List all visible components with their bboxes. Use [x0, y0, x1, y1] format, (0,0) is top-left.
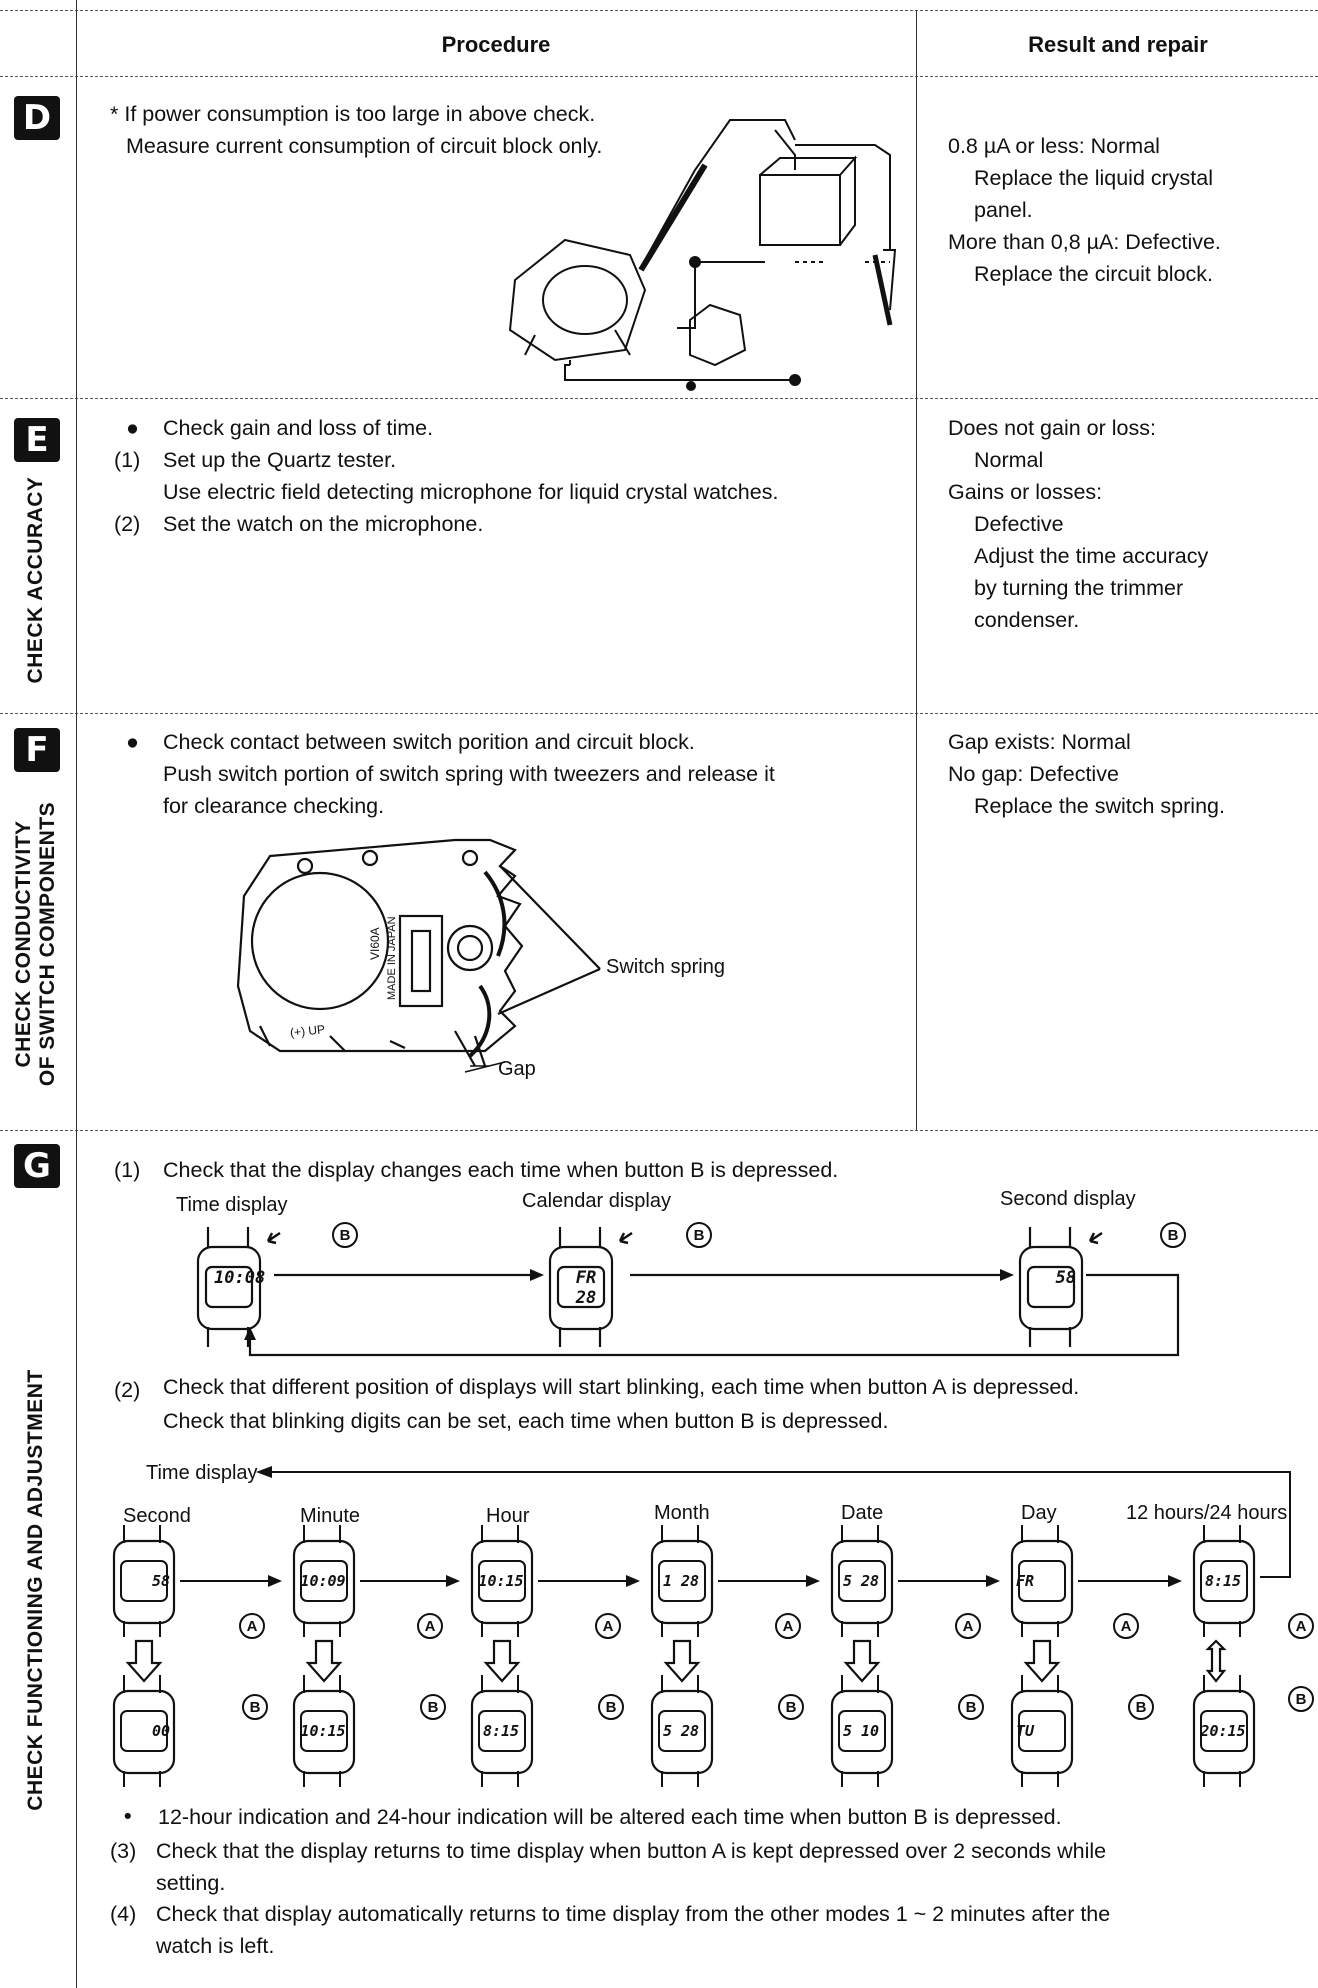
module-text-model: VI60A	[368, 927, 382, 960]
table-border-top	[0, 10, 1318, 11]
lcd-hour-top: 10:15	[478, 1572, 524, 1590]
column-label-minute: Minute	[300, 1505, 361, 1527]
button-b-badge-second: B	[1160, 1222, 1186, 1248]
section-e-marker-2: (2)	[114, 512, 141, 536]
button-b-badge-date: B	[958, 1694, 984, 1720]
switch-spring-label: Switch spring	[606, 956, 725, 978]
header-result: Result and repair	[1028, 32, 1208, 57]
lcd-second-bottom: 00	[151, 1722, 170, 1740]
column-label-date: Date	[841, 1502, 884, 1524]
section-d-procedure: * If power consumption is too large in a…	[110, 102, 603, 158]
button-a-badge-12-24: A	[1288, 1613, 1314, 1639]
section-g-title: CHECK FUNCTIONING AND ADJUSTMENT	[24, 1369, 47, 1811]
button-a-badge-month: A	[775, 1613, 801, 1639]
button-b-badge-month: B	[778, 1694, 804, 1720]
step-3-marker: (3)	[110, 1839, 137, 1863]
section-f-title: CHECK CONDUCTIVITY OF SWITCH COMPONENTS	[12, 801, 59, 1087]
current-measurement-illustration	[508, 119, 897, 391]
section-d-badge: D	[14, 96, 60, 140]
step-2-text: Check that different position of display…	[163, 1375, 1080, 1433]
result-column-divider	[916, 10, 917, 1130]
lcd-minute-bottom: 10:15	[300, 1722, 346, 1740]
mode-label-second: Second display	[1000, 1188, 1136, 1210]
section-e-badge: E	[14, 418, 60, 462]
column-label-day: Day	[1021, 1502, 1057, 1524]
section-divider-fg	[0, 1130, 1318, 1131]
button-b-badge-day: B	[1128, 1694, 1154, 1720]
gap-label: Gap	[498, 1058, 536, 1080]
lcd-minute-top: 10:09	[300, 1572, 346, 1590]
section-e-procedure: Check gain and loss of time. Set up the …	[163, 416, 779, 536]
header-divider	[0, 76, 1318, 77]
switch-module-illustration	[236, 838, 601, 1073]
button-b-badge-calendar: B	[686, 1222, 712, 1248]
step-1-text: Check that the display changes each time…	[163, 1158, 839, 1182]
section-e-result: Does not gain or loss: Normal Gains or l…	[948, 416, 1209, 632]
column-label-hour: Hour	[486, 1505, 530, 1527]
button-a-badge-second: A	[239, 1613, 265, 1639]
lcd-month-bottom: 5 28	[662, 1722, 700, 1740]
section-e-bullet-dot: ●	[126, 416, 139, 440]
button-a-badge-day: A	[1113, 1613, 1139, 1639]
column-label-month: Month	[654, 1502, 710, 1524]
step-4-marker: (4)	[110, 1902, 137, 1926]
button-a-badge-date: A	[955, 1613, 981, 1639]
note-bullet-dot: •	[124, 1804, 132, 1828]
lcd-day-bottom: TU	[1016, 1722, 1035, 1740]
return-arrow	[256, 1466, 1291, 1578]
note-12-24: 12-hour indication and 24-hour indicatio…	[158, 1805, 1062, 1829]
button-b-badge-time: B	[332, 1222, 358, 1248]
mode-label-time: Time display	[176, 1194, 288, 1216]
section-f-badge: F	[14, 728, 60, 772]
mode-label-calendar: Calendar display	[522, 1190, 671, 1212]
section-d-result: 0.8 µA or less: Normal Replace the liqui…	[948, 134, 1221, 286]
lcd-date-bottom: 5 10	[842, 1722, 880, 1740]
lcd-time: 10:08	[214, 1268, 266, 1288]
step-1-marker: (1)	[114, 1158, 141, 1182]
lcd-date-top: 5 28	[842, 1572, 880, 1590]
step-3-text: Check that the display returns to time d…	[156, 1839, 1107, 1895]
lcd-12-24-top: 8:15	[1204, 1572, 1242, 1590]
setting-sequence-diagram	[112, 1525, 1256, 1789]
section-e-title: CHECK ACCURACY	[24, 476, 47, 684]
section-g-badge: G	[14, 1144, 60, 1188]
time-display-label: Time display	[146, 1462, 258, 1484]
section-e-marker-1: (1)	[114, 448, 141, 472]
button-b-badge-second: B	[242, 1694, 268, 1720]
lcd-second-top: 58	[151, 1572, 170, 1590]
button-b-badge-minute: B	[420, 1694, 446, 1720]
lcd-second: 58	[1055, 1268, 1076, 1288]
lcd-12-24-bottom: 20:15	[1200, 1722, 1246, 1740]
step-2-marker: (2)	[114, 1378, 141, 1402]
button-b-badge-hour: B	[598, 1694, 624, 1720]
section-f-bullet-dot: ●	[126, 730, 139, 754]
step-4-text: Check that display automatically returns…	[156, 1902, 1111, 1958]
module-text-made-in: MADE IN JAPAN	[386, 916, 398, 1000]
header-procedure: Procedure	[441, 32, 551, 57]
lcd-month-top: 1 28	[662, 1572, 700, 1590]
section-divider-ef	[0, 713, 1318, 714]
column-label-second: Second	[123, 1505, 191, 1527]
button-a-badge-minute: A	[417, 1613, 443, 1639]
lcd-calendar: FR 28	[575, 1268, 597, 1308]
left-column-divider	[76, 0, 77, 1988]
section-f-result: Gap exists: Normal No gap: Defective Rep…	[948, 730, 1225, 818]
lcd-hour-bottom: 8:15	[482, 1722, 520, 1740]
mode-cycle-diagram	[196, 1227, 1180, 1357]
button-b-badge-12-24: B	[1288, 1686, 1314, 1712]
column-label-12-24: 12 hours/24 hours	[1126, 1502, 1288, 1524]
lcd-day-top: FR	[1016, 1572, 1035, 1590]
section-divider-de	[0, 398, 1318, 399]
button-a-badge-hour: A	[595, 1613, 621, 1639]
section-f-procedure: Check contact between switch porition an…	[163, 730, 775, 818]
